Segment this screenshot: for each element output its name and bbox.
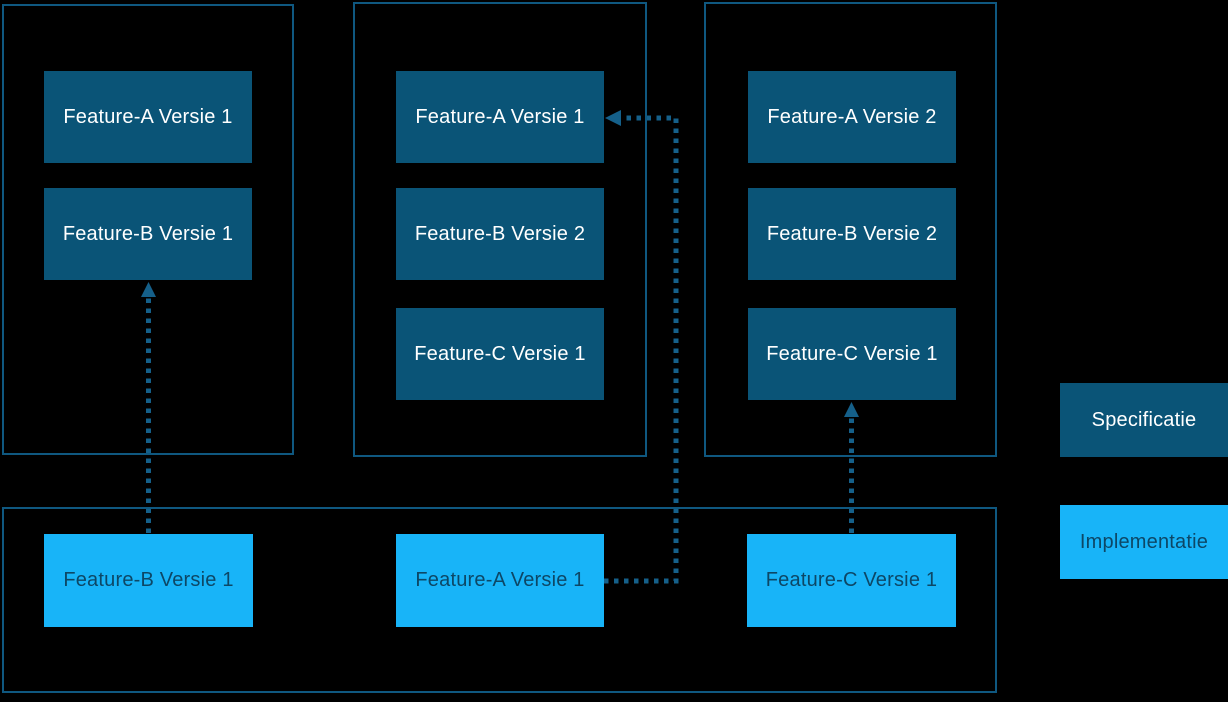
implementation-container xyxy=(2,507,997,693)
spec-box-5: Feature-A Versie 2 xyxy=(748,71,956,163)
impl-box-9: Feature-A Versie 1 xyxy=(396,534,604,627)
specification-container-1 xyxy=(2,4,294,455)
feature-box-label: Feature-C Versie 1 xyxy=(765,569,938,591)
feature-box-label: Feature-A Versie 2 xyxy=(767,105,937,128)
legend-label: Implementatie xyxy=(1079,530,1209,553)
specification-container-3 xyxy=(704,2,997,457)
spec-box-3: Feature-B Versie 2 xyxy=(396,188,604,280)
legend-label: Specificatie xyxy=(1091,408,1197,431)
impl-box-8: Feature-B Versie 1 xyxy=(44,534,253,627)
feature-box-label: Feature-A Versie 1 xyxy=(415,569,585,591)
feature-box-label: Feature-B Versie 2 xyxy=(766,222,938,245)
spec-box-4: Feature-C Versie 1 xyxy=(396,308,604,400)
feature-box-label: Feature-A Versie 1 xyxy=(415,105,585,128)
feature-box-label: Feature-B Versie 1 xyxy=(62,222,234,245)
feature-box-label: Feature-B Versie 2 xyxy=(414,222,586,245)
spec-box-0: Feature-A Versie 1 xyxy=(44,71,252,163)
feature-box-label: Feature-C Versie 1 xyxy=(414,342,586,365)
feature-box-label: Feature-A Versie 1 xyxy=(63,105,233,128)
legend-impl: Implementatie xyxy=(1060,505,1228,579)
spec-box-7: Feature-C Versie 1 xyxy=(748,308,956,400)
legend-spec: Specificatie xyxy=(1060,383,1228,457)
feature-box-label: Feature-B Versie 1 xyxy=(63,569,234,591)
spec-box-1: Feature-B Versie 1 xyxy=(44,188,252,280)
feature-box-label: Feature-C Versie 1 xyxy=(766,342,938,365)
spec-box-6: Feature-B Versie 2 xyxy=(748,188,956,280)
impl-box-10: Feature-C Versie 1 xyxy=(747,534,956,627)
specification-container-2 xyxy=(353,2,647,457)
spec-box-2: Feature-A Versie 1 xyxy=(396,71,604,163)
